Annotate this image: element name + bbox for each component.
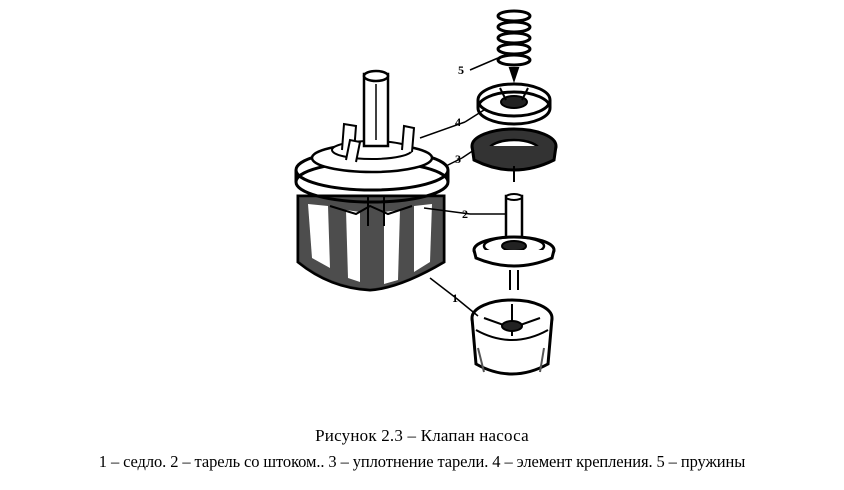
callout-5: 5: [458, 63, 464, 77]
disc-with-stem-part: [472, 193, 556, 290]
assembled-valve: [294, 69, 450, 292]
seat-part: [470, 298, 554, 376]
callout-3: 3: [455, 152, 461, 166]
figure-caption-title: Рисунок 2.3 – Клапан насоса: [315, 426, 529, 445]
seal-part: [470, 127, 558, 182]
callout-1: 1: [452, 291, 458, 305]
valve-diagram: [294, 9, 558, 376]
retainer-part: [476, 82, 552, 126]
spring-part: [496, 9, 532, 84]
callout-2: 2: [462, 207, 468, 221]
leader-lines: [419, 57, 506, 317]
callout-4: 4: [455, 115, 461, 129]
figure-caption-legend: 1 – седло. 2 – тарель со штоком.. 3 – уп…: [98, 452, 746, 471]
